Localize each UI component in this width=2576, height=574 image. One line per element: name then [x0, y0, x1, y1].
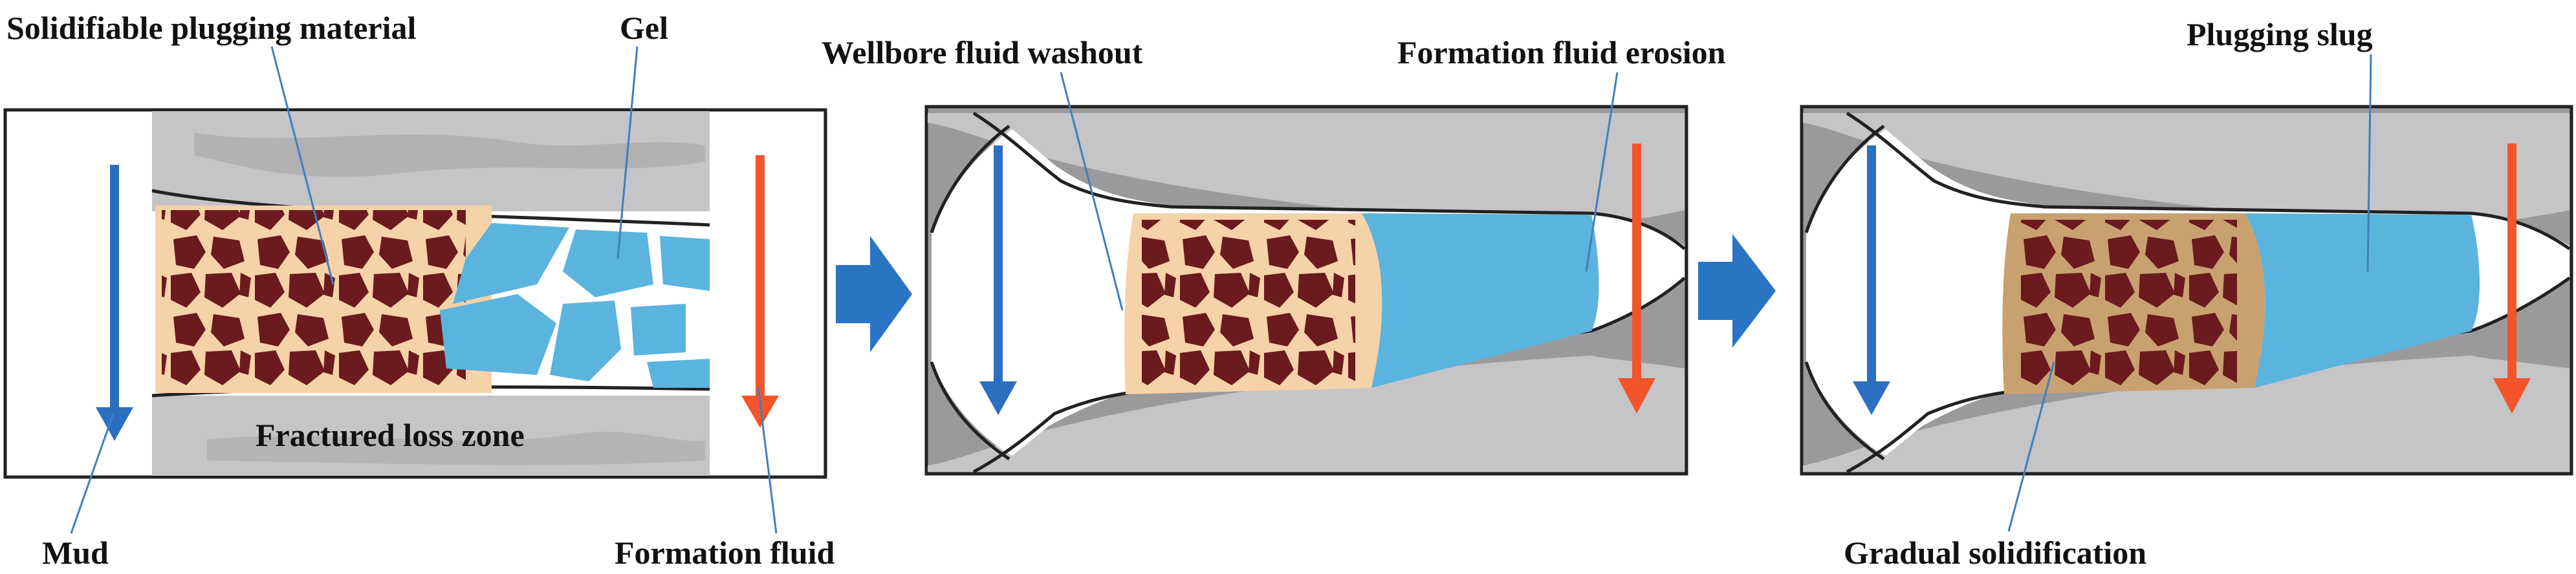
rock-layer-2 — [928, 113, 1685, 226]
rock-layer-3b — [1803, 356, 2570, 472]
down-arrow-icon — [979, 145, 1017, 415]
rock-texture-1 — [194, 133, 705, 177]
leader-mud — [70, 413, 115, 534]
plugging-particles-3 — [2017, 220, 2237, 389]
leader-gel — [617, 46, 639, 259]
plugging-particles-1 — [162, 210, 466, 388]
gel-fragment — [440, 294, 556, 375]
right-arrow-icon — [1698, 234, 1776, 348]
rock-edge-3d — [1804, 361, 1885, 461]
leader-formation-fluid — [757, 387, 778, 534]
panel-initial: Solidifiable plugging material Gel Fract… — [3, 10, 835, 571]
leader-wellbore-washout — [1060, 72, 1124, 311]
label-solidifiable-plugging-material: Solidifiable plugging material — [6, 10, 417, 46]
rock-edge-3c — [1804, 125, 1885, 233]
label-gradual-solidification: Gradual solidification — [1844, 535, 2146, 571]
rock-edge-3a — [1846, 111, 2571, 251]
panel-solidification: Plugging slug Gradual solidification — [1800, 16, 2573, 571]
gel-fragment — [647, 359, 710, 388]
gel-fragment — [563, 229, 653, 297]
right-arrow-icon — [836, 236, 912, 352]
leader-solidifiable — [270, 46, 334, 285]
down-arrow-icon — [1853, 145, 1890, 415]
gel-fragment — [550, 301, 621, 381]
label-formation-fluid: Formation fluid — [615, 535, 835, 571]
leader-gradual-solidification — [2007, 361, 2055, 532]
label-mud: Mud — [42, 535, 109, 571]
gel-body-3 — [2245, 213, 2480, 388]
rock-layer-2b — [928, 356, 1685, 472]
rock-edge-3b — [1846, 276, 2571, 474]
gel-fragment — [453, 223, 569, 304]
plugging-particles-2 — [1142, 220, 1355, 389]
label-formation-fluid-erosion: Formation fluid erosion — [1397, 34, 1726, 70]
rock-edge-2c — [930, 125, 1010, 233]
down-arrow-icon — [96, 165, 133, 441]
down-arrow-icon — [1618, 144, 1655, 414]
label-fractured-loss-zone: Fractured loss zone — [256, 417, 525, 453]
gel-fragment — [631, 304, 686, 356]
leader-plugging-slug — [2366, 54, 2372, 272]
rock-texture-1b — [207, 431, 705, 465]
rock-edge-2b — [972, 277, 1686, 474]
label-gel: Gel — [620, 10, 668, 46]
label-plugging-slug: Plugging slug — [2187, 16, 2373, 52]
leader-formation-erosion — [1585, 72, 1619, 272]
label-wellbore-fluid-washout: Wellbore fluid washout — [822, 34, 1143, 70]
rock-layer-3 — [1803, 113, 2570, 226]
rock-edge-2d — [930, 361, 1010, 461]
gel-fragment — [660, 236, 710, 291]
panel-washout: Wellbore fluid washout Formation fluid e… — [822, 34, 1726, 476]
down-arrow-icon — [741, 155, 779, 428]
gel-body-2 — [1362, 213, 1599, 388]
down-arrow-icon — [2493, 144, 2531, 414]
